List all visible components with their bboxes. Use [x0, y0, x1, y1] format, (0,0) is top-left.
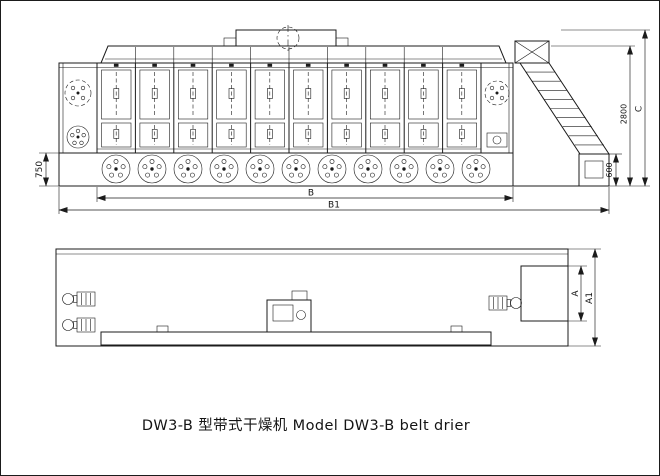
dim-B-label: B — [308, 189, 314, 199]
center-gearbox — [266, 290, 312, 333]
chain-sprocket — [64, 79, 92, 107]
dim-2800: 2800 — [551, 45, 635, 187]
dim-A: A — [568, 265, 587, 322]
dim-B: B — [96, 187, 514, 202]
discharge-section — [520, 265, 569, 322]
roof-hood — [100, 25, 507, 64]
dim-A-label: A — [571, 290, 581, 297]
vent-box — [235, 29, 337, 47]
wheel — [245, 154, 275, 184]
dim-B1-label: B1 — [328, 201, 340, 211]
plan-outline — [55, 248, 569, 347]
wheel — [101, 154, 131, 184]
right-end-cabinet — [484, 80, 510, 148]
bay-door — [408, 63, 439, 148]
wheel — [353, 154, 383, 184]
elevation-view: 750 B B1 600 2800 — [35, 25, 650, 214]
drawing-caption: DW3-B 型带式干燥机 Model DW3-B belt drier — [142, 417, 470, 434]
drive-motor-left-1 — [62, 291, 96, 307]
left-drive-cabinet — [64, 79, 92, 149]
wheel — [281, 154, 311, 184]
bay-door — [139, 63, 170, 148]
dim-A1-label: A1 — [585, 292, 595, 304]
wheel — [173, 154, 203, 184]
dim-C: C — [561, 29, 650, 187]
bay-door — [101, 63, 132, 148]
panel-bays — [101, 63, 478, 153]
drive-hub — [66, 125, 90, 149]
wheel — [317, 154, 347, 184]
wheel — [137, 154, 167, 184]
bay-door — [254, 63, 286, 148]
dim-750-label: 750 — [35, 161, 45, 178]
bay-door — [293, 63, 324, 148]
drive-motor-left-2 — [62, 317, 96, 333]
vent-fan — [276, 25, 300, 52]
dim-2800-label: 2800 — [620, 104, 629, 124]
dim-C-label: C — [635, 106, 645, 112]
drive-motor-right — [488, 295, 522, 311]
bay-door — [446, 63, 478, 148]
dim-750: 750 — [35, 152, 59, 187]
chain-sprocket — [484, 80, 510, 106]
dim-B1: B1 — [58, 187, 610, 214]
plan-view: A A1 — [55, 248, 601, 347]
bay-door — [216, 63, 247, 148]
dim-600-label: 600 — [605, 162, 614, 177]
belt-strip — [100, 325, 492, 346]
feed-elevator — [513, 40, 610, 187]
bay-door — [369, 63, 401, 148]
wheel — [461, 154, 491, 184]
dim-A1: A1 — [568, 248, 601, 347]
bay-door — [177, 63, 209, 148]
bay-door — [331, 63, 362, 148]
wheels-row — [101, 154, 491, 184]
wheel — [425, 154, 455, 184]
wheel — [209, 154, 239, 184]
dim-600: 600 — [605, 153, 650, 187]
wheel — [389, 154, 419, 184]
